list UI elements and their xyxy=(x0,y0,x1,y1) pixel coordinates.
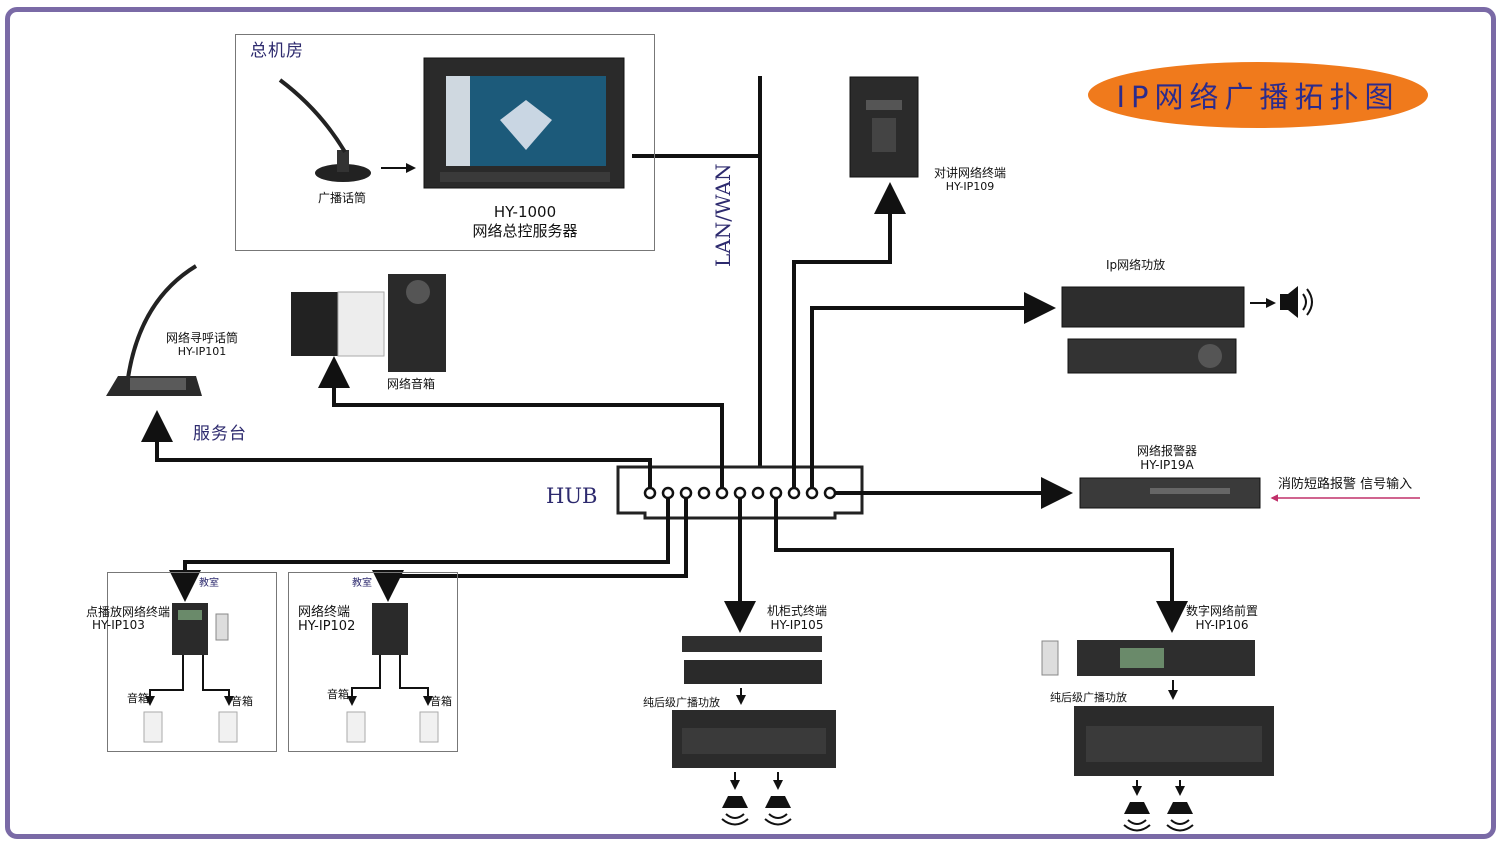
paging-mic-model: HY-IP101 xyxy=(177,345,227,358)
control-room-label: 总机房 xyxy=(250,41,304,61)
title-oval: IP网络广播拓扑图 xyxy=(1088,62,1428,128)
paging-microphone xyxy=(106,264,202,396)
ip106-name: 数字网络前置 xyxy=(1185,604,1258,618)
c2-speaker-right: 音箱 xyxy=(430,695,452,708)
network-speakers xyxy=(291,274,446,372)
classroom1-box xyxy=(107,572,277,752)
speaker-box-label: 网络音箱 xyxy=(387,377,436,391)
ip106-model: HY-IP106 xyxy=(1195,618,1249,632)
intercom-name: 对讲网络终端 xyxy=(933,166,1006,180)
lan-wan-label: LAN/WAN xyxy=(711,163,735,267)
speaker-icon xyxy=(143,711,163,743)
network-hub xyxy=(616,465,864,520)
speaker-icon xyxy=(218,711,238,743)
paging-mic-name: 网络寻呼话筒 xyxy=(165,331,238,345)
mic-label: 广播话筒 xyxy=(318,191,367,205)
server-rack-unit xyxy=(423,57,625,189)
horn-speaker-icon xyxy=(721,796,792,826)
horn-speaker-icon xyxy=(1123,802,1194,832)
loudspeaker-icon xyxy=(1280,286,1313,318)
speaker-icon xyxy=(419,711,439,743)
ip105-name: 机柜式终端 xyxy=(766,604,827,618)
hub-label: HUB xyxy=(546,484,598,508)
ip103-model: HY-IP103 xyxy=(92,618,145,632)
digital-preamp xyxy=(1041,640,1274,776)
alarm-model: HY-IP19A xyxy=(1140,458,1194,472)
ip102-model: HY-IP102 xyxy=(298,619,356,634)
rack-terminal xyxy=(672,636,836,768)
classroom1-tag: 教室 xyxy=(199,578,219,589)
alarm-input-label: 消防短路报警 信号输入 xyxy=(1278,477,1413,492)
c1-speaker-right: 音箱 xyxy=(231,695,253,708)
ip103-name: 点播放网络终端 xyxy=(86,605,171,619)
classroom2-box xyxy=(288,572,458,752)
control-room-box xyxy=(235,34,655,251)
ip-amp-label: Ip网络功放 xyxy=(1106,258,1166,272)
c1-speaker-left: 音箱 xyxy=(127,692,149,705)
classroom2-tag: 教室 xyxy=(352,578,372,589)
ip102-terminal xyxy=(372,603,408,655)
server-name: 网络总控服务器 xyxy=(472,222,578,240)
ip103-terminal xyxy=(172,603,229,655)
alarm-name: 网络报警器 xyxy=(1136,444,1197,458)
alarm-device xyxy=(1079,477,1261,509)
outer-frame xyxy=(5,7,1496,839)
ip105-amp-label: 纯后级广播功放 xyxy=(643,696,720,709)
broadcast-microphone xyxy=(278,78,371,182)
speaker-icon xyxy=(346,711,366,743)
ip-amplifier xyxy=(1061,286,1245,374)
ip105-model: HY-IP105 xyxy=(770,618,824,632)
diagram-title: IP网络广播拓扑图 xyxy=(1116,80,1400,114)
intercom-model: HY-IP109 xyxy=(945,180,995,193)
server-model: HY-1000 xyxy=(493,203,557,221)
ip102-name: 网络终端 xyxy=(298,605,351,620)
service-desk-label: 服务台 xyxy=(193,424,247,444)
intercom-terminal xyxy=(849,76,919,178)
ip106-amp-label: 纯后级广播功放 xyxy=(1050,691,1127,704)
c2-speaker-left: 音箱 xyxy=(327,688,349,701)
